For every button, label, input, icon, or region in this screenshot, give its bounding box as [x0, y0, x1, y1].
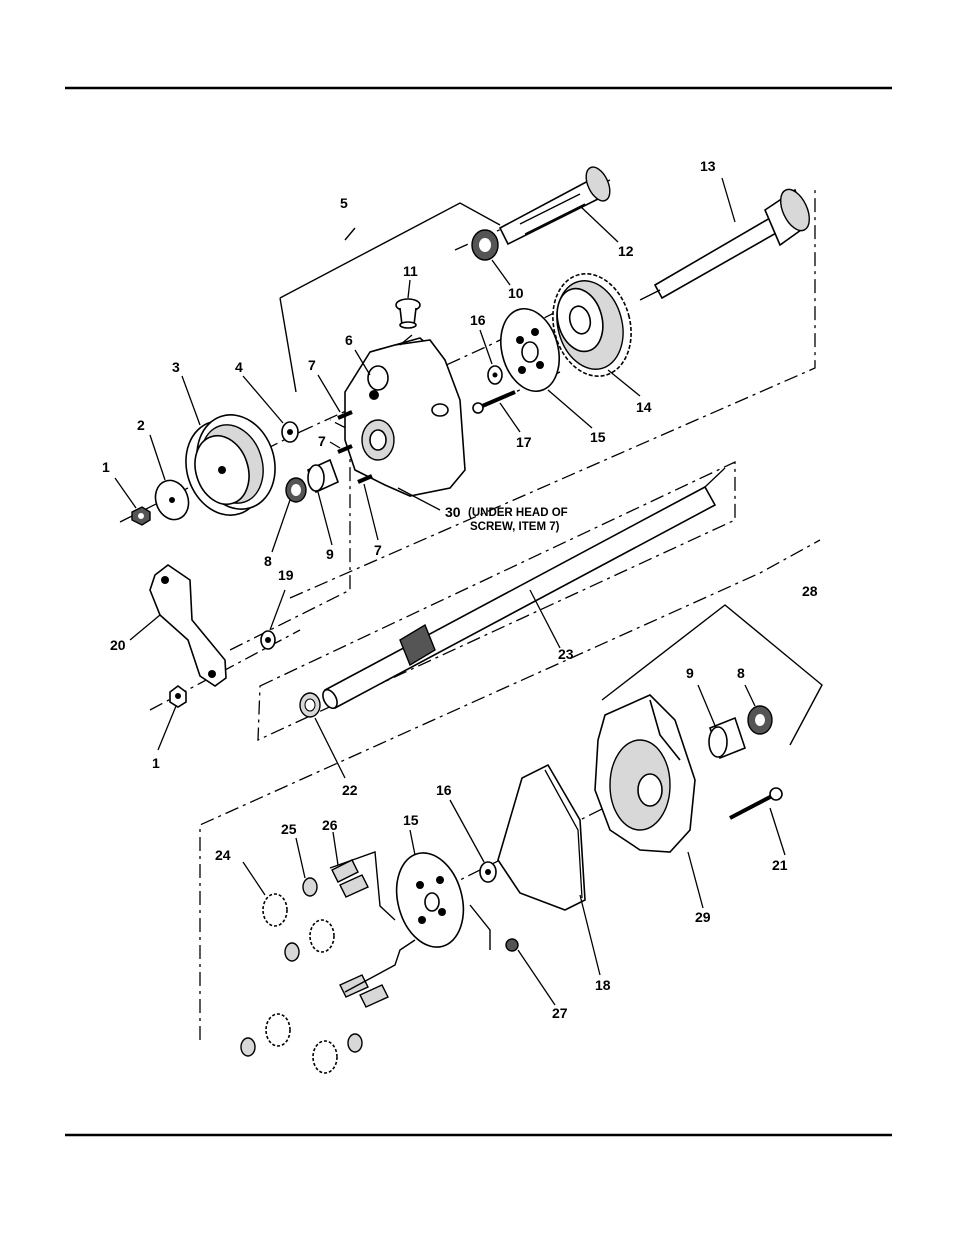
part-29-lower-housing — [595, 695, 695, 852]
label-1-upper: 1 — [102, 459, 110, 475]
label-14: 14 — [636, 399, 652, 415]
label-26: 26 — [322, 817, 338, 833]
note-line-1: (UNDER HEAD OF — [468, 507, 568, 519]
part-11-plug — [396, 299, 420, 328]
label-11: 11 — [403, 263, 418, 279]
part-16-washer-upper — [488, 366, 502, 384]
label-9-lower: 9 — [686, 665, 694, 681]
part-20-lever — [150, 565, 226, 686]
part-3-pulley — [174, 405, 287, 526]
note-line-2: SCREW, ITEM 7) — [470, 521, 560, 533]
label-7a: 7 — [308, 357, 316, 373]
label-13: 13 — [700, 158, 716, 174]
part-16-washer-lower — [480, 862, 496, 882]
part-4-washer — [282, 422, 298, 442]
label-3: 3 — [172, 359, 180, 375]
part-9-bushing-upper — [308, 460, 338, 492]
part-23-long-shaft — [320, 468, 725, 711]
part-21-bolt — [730, 788, 782, 818]
label-5: 5 — [340, 195, 348, 211]
label-10: 10 — [508, 285, 524, 301]
label-16-upper: 16 — [470, 312, 486, 328]
part-1-nut-lower — [170, 686, 186, 707]
label-18: 18 — [595, 977, 611, 993]
label-25: 25 — [281, 821, 297, 837]
part-17-bolt — [473, 392, 515, 413]
upper-gear-housing — [345, 335, 465, 496]
part-27-nut — [506, 939, 518, 951]
label-12: 12 — [618, 243, 634, 259]
label-7b: 7 — [318, 433, 326, 449]
label-6: 6 — [345, 332, 353, 348]
part-2-washer — [150, 476, 194, 525]
label-29: 29 — [695, 909, 711, 925]
label-30: 30 — [445, 504, 461, 520]
label-20: 20 — [110, 637, 126, 653]
part-19-washer — [261, 631, 275, 649]
part-10-bearing — [472, 230, 498, 260]
label-17: 17 — [516, 434, 532, 450]
label-19: 19 — [278, 567, 294, 583]
label-8-upper: 8 — [264, 553, 272, 569]
part-22-bushing — [300, 693, 320, 717]
label-15-upper: 15 — [590, 429, 606, 445]
part-24-pinion-gears — [263, 894, 337, 1073]
label-22: 22 — [342, 782, 358, 798]
part-18-gasket — [498, 765, 585, 910]
part-15-plate-lower — [387, 845, 474, 954]
label-15-lower: 15 — [403, 812, 419, 828]
part-25-washers — [241, 878, 362, 1056]
label-21: 21 — [772, 857, 788, 873]
label-8-lower: 8 — [737, 665, 745, 681]
label-4: 4 — [235, 359, 243, 375]
label-28: 28 — [802, 583, 818, 599]
label-27: 27 — [552, 1005, 568, 1021]
label-7c: 7 — [374, 542, 382, 558]
pinion-bracket-right — [470, 905, 490, 950]
part-8-bearing-lower — [748, 706, 772, 734]
part-12-shaft — [500, 163, 615, 244]
part-1-nut-upper — [132, 507, 150, 525]
label-1-lower: 1 — [152, 755, 160, 771]
label-16-lower: 16 — [436, 782, 452, 798]
label-23: 23 — [558, 646, 574, 662]
part-26-pins — [332, 860, 388, 1007]
label-9-upper: 9 — [326, 546, 334, 562]
part-13-shaft — [640, 185, 815, 300]
label-2: 2 — [137, 417, 145, 433]
part-8-bearing-upper — [286, 478, 306, 502]
label-24: 24 — [215, 847, 231, 863]
